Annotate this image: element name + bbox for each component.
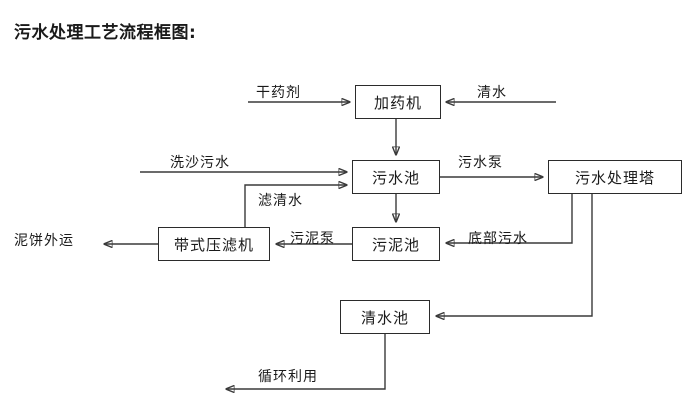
terminal-label-sand-wash-water: 洗沙污水 [170,155,230,171]
edge-label-sludge-pump: 污泥泵 [290,231,335,247]
terminal-label-mud-cake-out: 泥饼外运 [14,233,74,249]
edge-label-bottom-sewage: 底部污水 [468,231,528,247]
node-label-treatment-tower: 污水处理塔 [574,168,655,187]
edge-label-filtrate-water: 滤清水 [258,193,303,209]
node-label-clean-water-pool: 清水池 [360,308,409,327]
terminal-label-recycle-use: 循环利用 [258,369,318,385]
wire-tower-to-clean-water-pool [436,194,593,316]
terminal-label-dry-reagent: 干药剂 [256,85,301,101]
edge-label-sewage-pump: 污水泵 [458,155,503,171]
node-clean-water-pool[interactable]: 清水池 [340,300,430,334]
node-belt-filter-press[interactable]: 带式压滤机 [158,227,270,261]
node-label-belt-filter-press: 带式压滤机 [173,235,254,254]
page-title: 污水处理工艺流程框图: [14,23,197,43]
node-label-sludge-pool: 污泥池 [371,235,420,254]
node-label-sewage-pool: 污水池 [371,168,420,187]
node-dosing-machine[interactable]: 加药机 [355,85,441,119]
terminal-label-clean-water-in: 清水 [477,85,507,101]
node-sewage-pool[interactable]: 污水池 [352,160,440,194]
node-label-dosing-machine: 加药机 [373,93,422,112]
node-sludge-pool[interactable]: 污泥池 [352,227,440,261]
node-treatment-tower[interactable]: 污水处理塔 [548,160,682,194]
